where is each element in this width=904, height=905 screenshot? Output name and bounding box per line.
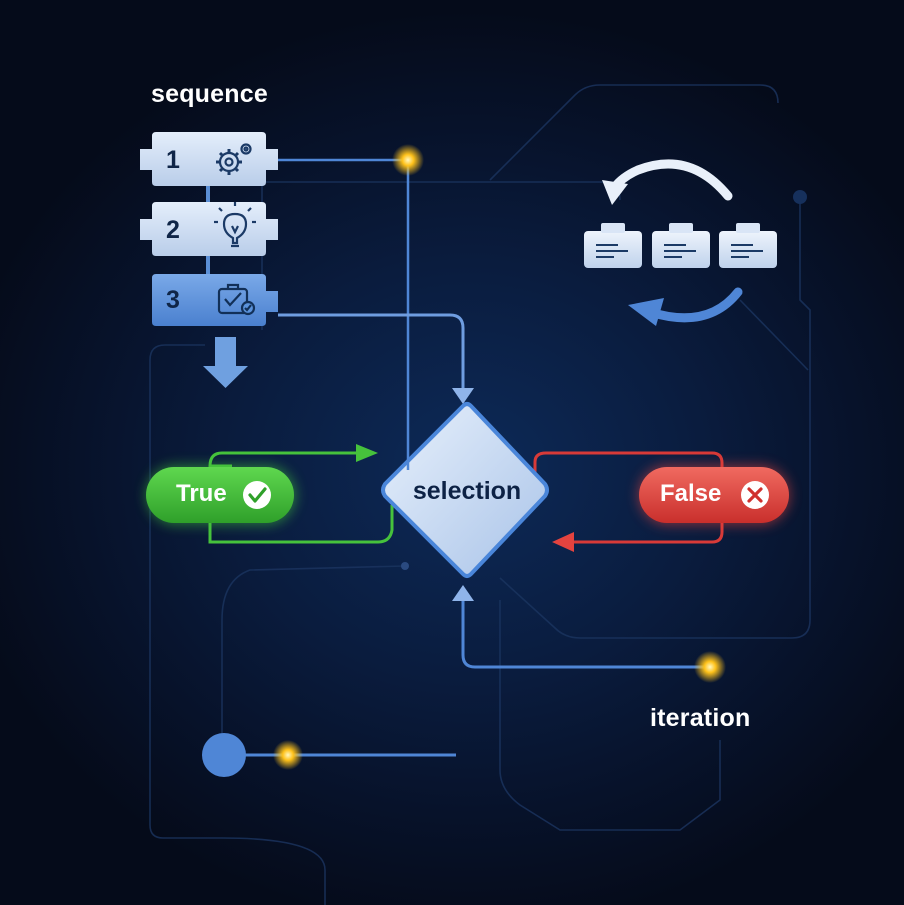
start-node-line [202, 733, 456, 777]
false-branch-loop [533, 451, 724, 544]
card-icon [584, 223, 642, 268]
arrowhead-iteration-to-selection [452, 585, 474, 601]
step-number-1: 1 [166, 146, 180, 174]
card-icon [652, 223, 710, 268]
lightbulb-icon [214, 202, 256, 248]
false-label: False [660, 480, 722, 507]
iteration-label: iteration [650, 704, 751, 732]
flow-line-step1 [278, 158, 410, 455]
arrowhead-into-selection [452, 388, 474, 404]
cycle-arrow-bottom [645, 287, 743, 323]
true-label: True [176, 480, 227, 507]
false-arrowhead [552, 532, 574, 552]
flow-line-step3-to-selection [278, 313, 465, 390]
iteration-cycle [584, 159, 777, 326]
sequence-block-1 [140, 132, 278, 186]
circuit-node [401, 562, 409, 570]
card-icon [719, 223, 777, 268]
sequence-label: sequence [151, 80, 268, 108]
selection-diamond [381, 402, 549, 578]
glow-dots [273, 144, 726, 770]
cross-icon [741, 481, 769, 509]
selection-label: selection [412, 477, 522, 505]
step-number-2: 2 [166, 216, 180, 244]
iteration-flow-line [461, 600, 710, 669]
clipboard-check-icon [217, 283, 256, 316]
sequence-block-2 [140, 202, 278, 256]
true-arrowhead [356, 444, 378, 462]
start-node [202, 733, 246, 777]
checkmark-icon [243, 481, 271, 509]
sequence-down-arrow [203, 337, 248, 388]
cycle-arrow-top [609, 159, 733, 201]
circuit-node [793, 190, 807, 204]
gears-icon [216, 143, 252, 175]
step-number-3: 3 [166, 286, 180, 314]
false-pill [638, 465, 790, 525]
